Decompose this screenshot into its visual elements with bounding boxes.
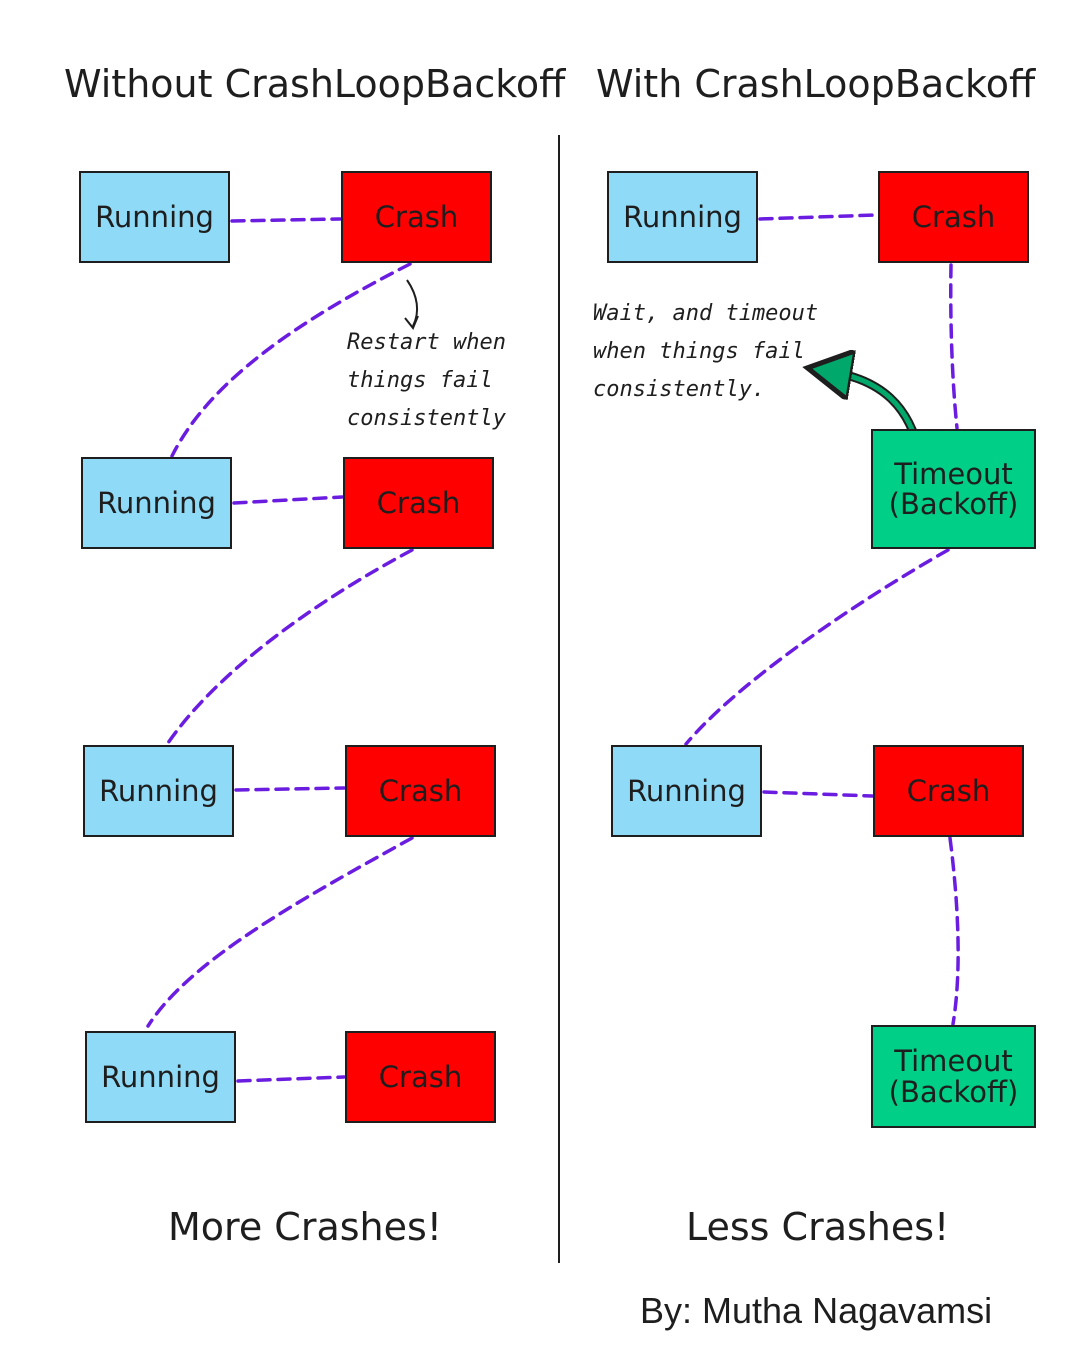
right-crash-1: Crash (878, 171, 1029, 263)
left-crash-2: Crash (343, 457, 494, 549)
right-running-1: Running (607, 171, 758, 263)
left-note-arrow (406, 279, 419, 327)
left-diag-2 (164, 548, 414, 748)
left-running-2: Running (81, 457, 232, 549)
left-link-2 (232, 495, 344, 505)
right-link-1 (758, 213, 878, 221)
right-timeout-2: Timeout (Backoff) (871, 1025, 1036, 1128)
right-running-2: Running (611, 745, 762, 837)
left-link-4 (236, 1075, 346, 1083)
right-title: With CrashLoopBackoff (596, 62, 1036, 106)
left-crash-1: Crash (341, 171, 492, 263)
author-credit: By: Mutha Nagavamsi (640, 1290, 993, 1331)
right-crash-2: Crash (873, 745, 1024, 837)
right-note: Wait, and timeout when things fail consi… (593, 295, 818, 409)
left-footer: More Crashes! (168, 1205, 443, 1249)
left-diag-1 (170, 262, 412, 458)
right-note-line-3: consistently. (593, 377, 766, 402)
right-note-line-1: Wait, and timeout (593, 301, 819, 326)
left-running-4: Running (85, 1031, 236, 1123)
left-crash-3: Crash (345, 745, 496, 837)
left-diag-3 (146, 836, 414, 1028)
left-note-line-3: consistently (347, 406, 506, 431)
left-link-1 (230, 217, 342, 223)
right-diag-1 (684, 548, 950, 746)
right-note-line-2: when things fail (593, 339, 805, 364)
left-running-1: Running (79, 171, 230, 263)
left-link-3 (234, 786, 346, 792)
right-footer: Less Crashes! (686, 1205, 950, 1249)
left-note-line-1: Restart when (347, 330, 506, 355)
left-note-arrowhead (404, 315, 419, 330)
right-timeout-1: Timeout (Backoff) (871, 429, 1036, 549)
left-crash-4: Crash (345, 1031, 496, 1123)
left-note: Restart when things fail consistently (347, 324, 506, 438)
left-title: Without CrashLoopBackoff (64, 62, 566, 106)
left-note-line-2: things fail (347, 368, 493, 393)
center-divider (558, 135, 560, 1263)
right-link-2 (762, 790, 874, 798)
right-vert-1 (949, 263, 959, 430)
left-running-3: Running (83, 745, 234, 837)
right-vert-2 (948, 836, 960, 1026)
